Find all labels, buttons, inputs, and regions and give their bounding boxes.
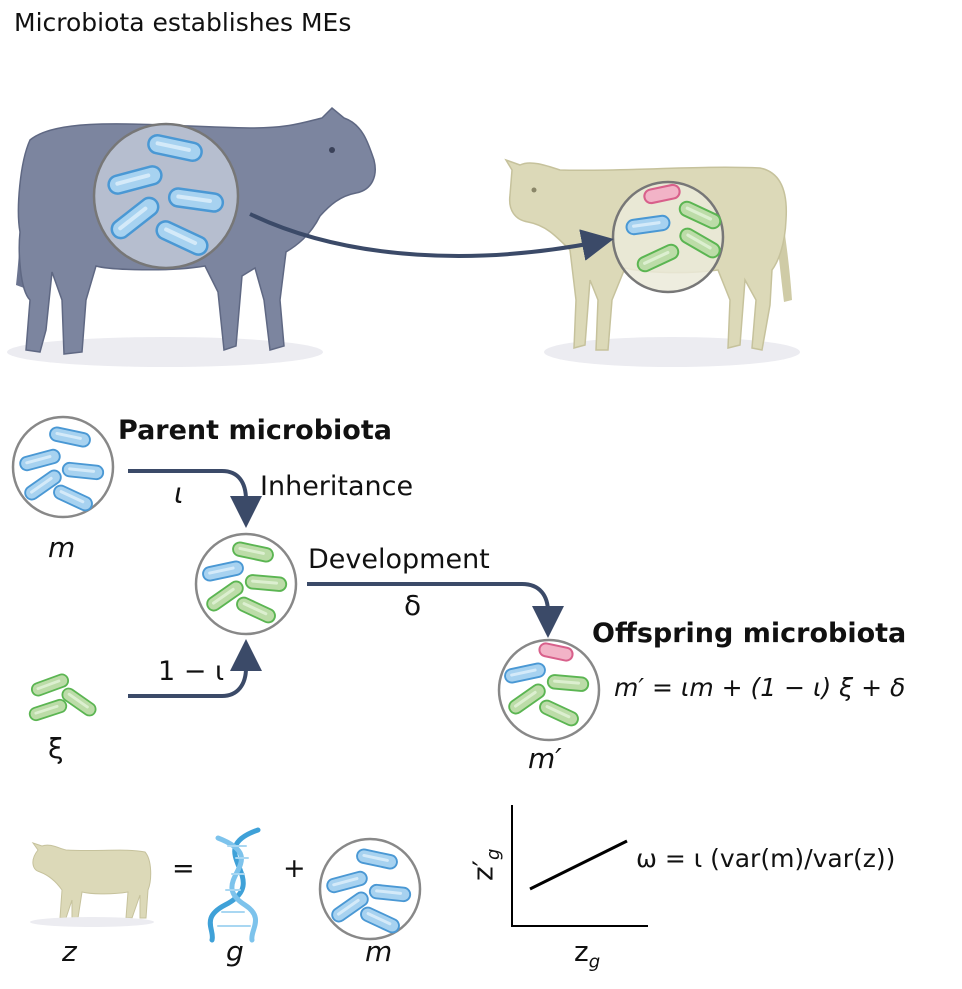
phenotype-cow-icon (30, 842, 154, 927)
symbol-m: m (48, 531, 76, 564)
heritability-graph (511, 805, 648, 927)
y-axis-label-sub: g (483, 848, 505, 860)
x-axis-label-sub: g (588, 951, 601, 973)
symbol-z: z (62, 935, 77, 968)
symbol-iota: ι (174, 477, 184, 510)
development-label: Development (308, 544, 490, 575)
y-axis-label: z′g (466, 848, 505, 882)
parent-microbiota-label: Parent microbiota (118, 415, 392, 446)
omega-formula: ω = ι (var(m)/var(z)) (636, 844, 896, 873)
x-axis-label-main: z (574, 935, 589, 968)
environment-arrow (128, 639, 262, 698)
symbol-delta: δ (404, 589, 422, 622)
symbol-g: g (226, 935, 244, 968)
symbol-xi: ξ (48, 732, 64, 765)
parent-cow-shadow (7, 337, 323, 367)
x-axis-label: zg (574, 938, 600, 972)
equals-sign: = (172, 853, 195, 884)
y-axis-label-main: z′ (466, 859, 500, 882)
dna-icon (207, 827, 261, 943)
transmission-arrow (249, 212, 614, 261)
development-arrow (307, 582, 564, 638)
plus-sign: + (283, 853, 306, 884)
inheritance-arrow (128, 469, 262, 528)
offspring-microbiota-label: Offspring microbiota (592, 618, 907, 649)
inheritance-label: Inheritance (260, 471, 414, 502)
offspring-formula: m′ = ιm + (1 − ι) ξ + δ (614, 673, 906, 702)
symbol-one-minus-iota: 1 − ι (158, 656, 225, 687)
symbol-m-prime: m′ (528, 742, 562, 775)
symbol-m-bottom: m (365, 935, 393, 968)
figure-title: Microbiota establishes MEs (14, 8, 352, 37)
environmental-bacteria (27, 671, 99, 723)
regression-line (529, 839, 628, 891)
